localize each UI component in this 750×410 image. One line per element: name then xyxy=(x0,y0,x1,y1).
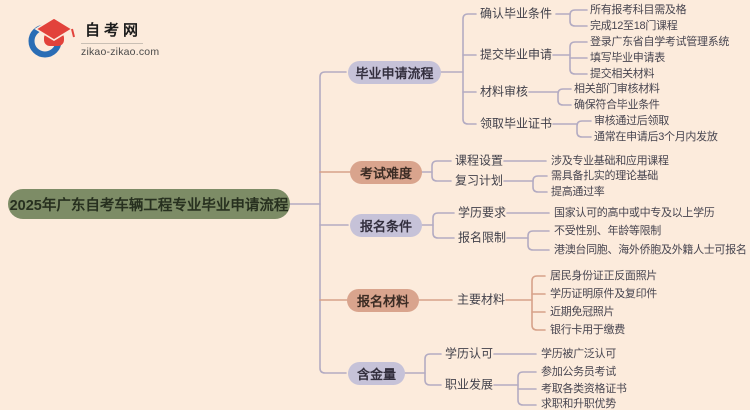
branch-node-registration-requirements[interactable]: 报名条件 xyxy=(350,213,422,237)
branch-node-registration-materials[interactable]: 报名材料 xyxy=(347,288,419,312)
leaf-node[interactable]: 完成12至18门课程 xyxy=(590,19,678,32)
sub-node-course-setup[interactable]: 课程设置 xyxy=(455,153,504,168)
sub-node-main-materials[interactable]: 主要材料 xyxy=(457,292,506,307)
sub-node-education-requirement[interactable]: 学历要求 xyxy=(458,205,507,220)
sub-node-material-review[interactable]: 材料审核 xyxy=(480,84,529,99)
leaf-node[interactable]: 填写毕业申请表 xyxy=(590,51,665,64)
leaf-node[interactable]: 学历被广泛认可 xyxy=(541,347,616,360)
sub-node-review-plan[interactable]: 复习计划 xyxy=(455,173,504,188)
branch-node-credential-value[interactable]: 含金量 xyxy=(348,361,405,385)
leaf-node[interactable]: 需具备扎实的理论基础 xyxy=(551,169,658,182)
graduation-cap-logo-icon xyxy=(28,16,75,58)
branch-node-exam-difficulty[interactable]: 考试难度 xyxy=(350,160,422,184)
leaf-node[interactable]: 学历证明原件及复印件 xyxy=(550,287,657,300)
leaf-node[interactable]: 登录广东省自学考试管理系统 xyxy=(590,35,730,48)
leaf-node[interactable]: 所有报考科目需及格 xyxy=(590,3,687,16)
leaf-node[interactable]: 不受性别、年龄等限制 xyxy=(554,224,661,237)
leaf-node[interactable]: 近期免冠照片 xyxy=(550,305,615,318)
root-node[interactable]: 2025年广东自考车辆工程专业毕业申请流程 xyxy=(8,189,290,219)
sub-node-submit-graduation-application[interactable]: 提交毕业申请 xyxy=(480,47,553,62)
leaf-node[interactable]: 港澳台同胞、海外侨胞及外籍人士可报名 xyxy=(554,243,747,256)
leaf-node[interactable]: 银行卡用于缴费 xyxy=(550,323,625,336)
leaf-node[interactable]: 国家认可的高中或中专及以上学历 xyxy=(554,206,715,219)
sub-node-registration-restrictions[interactable]: 报名限制 xyxy=(458,230,507,245)
leaf-node[interactable]: 考取各类资格证书 xyxy=(541,382,627,395)
leaf-node[interactable]: 确保符合毕业条件 xyxy=(574,98,660,111)
leaf-node[interactable]: 相关部门审核材料 xyxy=(574,82,660,95)
leaf-node[interactable]: 审核通过后领取 xyxy=(594,114,669,127)
leaf-node[interactable]: 求职和升职优势 xyxy=(541,397,616,410)
branch-node-graduation-application-process[interactable]: 毕业申请流程 xyxy=(348,60,441,84)
sub-node-receive-diploma[interactable]: 领取毕业证书 xyxy=(480,116,553,131)
sub-node-career-development[interactable]: 职业发展 xyxy=(445,377,494,392)
logo-divider xyxy=(81,43,143,44)
leaf-node[interactable]: 提交相关材料 xyxy=(590,67,655,80)
sub-node-credential-recognition[interactable]: 学历认可 xyxy=(445,346,494,361)
leaf-node[interactable]: 居民身份证正反面照片 xyxy=(550,269,657,282)
leaf-node[interactable]: 涉及专业基础和应用课程 xyxy=(551,154,669,167)
site-name: 自考网 xyxy=(85,22,143,39)
leaf-node[interactable]: 参加公务员考试 xyxy=(541,365,616,378)
sub-node-confirm-graduation-conditions[interactable]: 确认毕业条件 xyxy=(480,6,553,21)
leaf-node[interactable]: 通常在申请后3个月内发放 xyxy=(594,130,718,143)
leaf-node[interactable]: 提高通过率 xyxy=(551,185,605,198)
site-domain: zikao-zikao.com xyxy=(81,46,160,58)
site-logo[interactable]: 自考网 zikao-zikao.com xyxy=(27,15,159,61)
